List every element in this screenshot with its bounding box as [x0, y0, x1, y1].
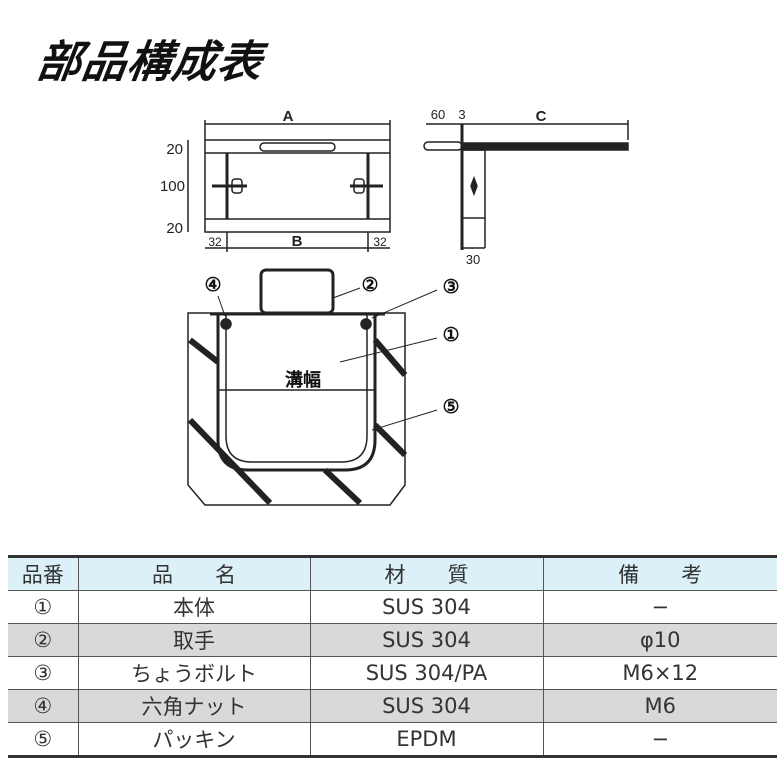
callout-3: ③	[442, 277, 459, 298]
cell-no: ④	[8, 689, 79, 723]
cell-material: SUS 304	[309, 623, 544, 657]
callout-4: ④	[204, 275, 221, 296]
cell-note: φ10	[542, 623, 777, 657]
cell-no: ②	[8, 623, 79, 657]
dim-3: 3	[458, 107, 465, 122]
cell-material: SUS 304/PA	[309, 656, 544, 690]
front-view	[187, 120, 391, 252]
groove-width-label: 溝幅	[285, 369, 321, 390]
cell-material: SUS 304	[309, 689, 544, 723]
cell-no: ⑤	[8, 722, 79, 757]
dim-30: 30	[466, 252, 480, 267]
cell-name: ちょうボルト	[77, 656, 311, 690]
dim-C: C	[536, 108, 547, 125]
cell-note: −	[542, 722, 777, 757]
dim-top-20: 20	[166, 141, 183, 158]
cell-note: M6×12	[542, 656, 777, 690]
cell-material: EPDM	[309, 722, 544, 757]
cell-name: パッキン	[77, 722, 311, 757]
cell-note: M6	[542, 689, 777, 723]
cell-note: −	[542, 590, 777, 624]
callout-1: ①	[442, 325, 459, 346]
header-name: 品 名	[77, 556, 311, 591]
header-no: 品番	[8, 556, 79, 591]
dim-left-32: 32	[208, 235, 222, 249]
callout-2: ②	[361, 275, 378, 296]
cell-name: 本体	[77, 590, 311, 624]
cell-material: SUS 304	[309, 590, 544, 624]
cell-no: ①	[8, 590, 79, 624]
callout-5: ⑤	[442, 397, 459, 418]
cell-no: ③	[8, 656, 79, 690]
dim-right-32: 32	[373, 235, 387, 249]
parts-diagram: A 20 100 20 32 B 32 60 3 C 30 ④ ② ③ ① ⑤ …	[160, 107, 629, 506]
dim-B: B	[292, 233, 303, 250]
dim-A: A	[283, 108, 294, 125]
cell-name: 取手	[77, 623, 311, 657]
dim-60: 60	[431, 107, 445, 122]
side-view	[423, 120, 629, 250]
table-header-row: 品番 品 名 材 質 備 考	[8, 556, 777, 591]
cross-section	[187, 268, 438, 506]
header-material: 材 質	[309, 556, 544, 591]
dim-100: 100	[160, 178, 185, 195]
cell-name: 六角ナット	[77, 689, 311, 723]
header-note: 備 考	[542, 556, 777, 591]
dim-bottom-20: 20	[166, 220, 183, 237]
